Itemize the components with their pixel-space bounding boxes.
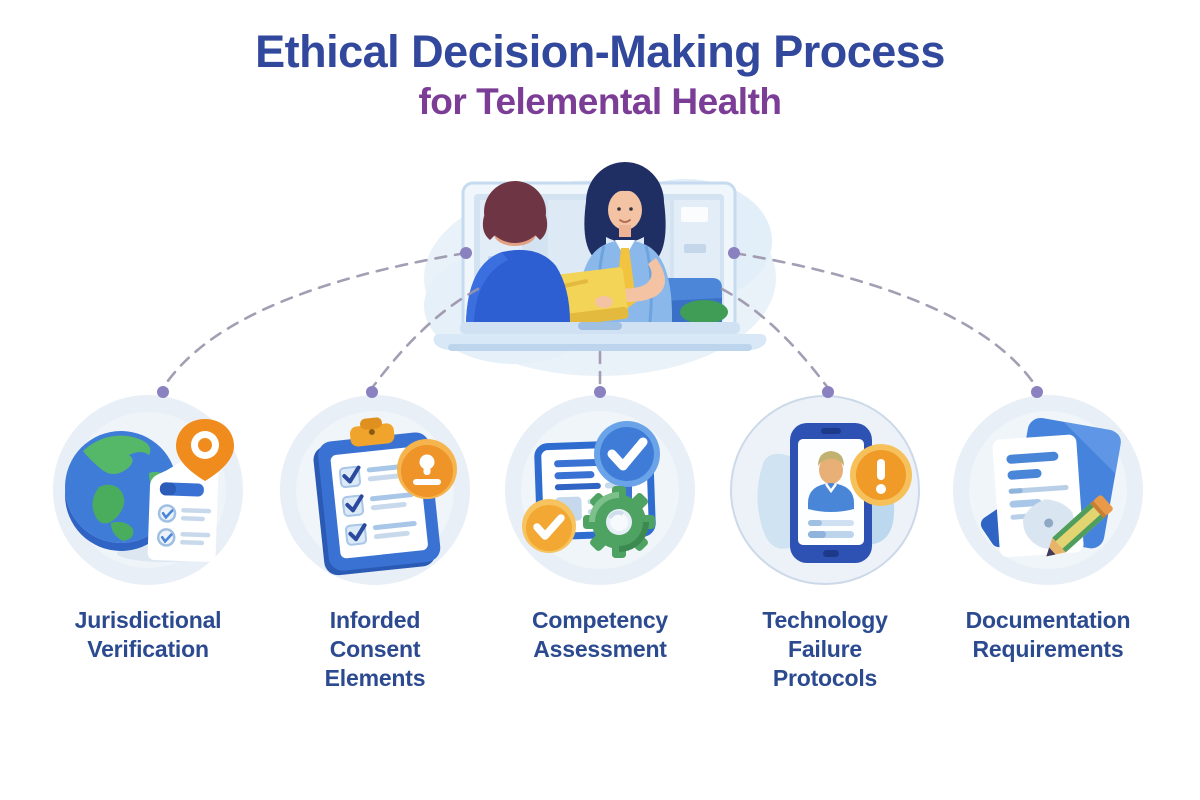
laptop-illustration-graphic: [424, 162, 776, 376]
step-technology-failure-protocols: Technology Failure Protocols: [715, 395, 935, 694]
step-label-documentation-requirements: Documentation Requirements: [965, 607, 1131, 663]
step-label-jurisdictional-verification: Jurisdictional Verification: [74, 607, 222, 663]
documents-stamp-pencil-icon: [953, 395, 1143, 585]
step-documentation-requirements: Documentation Requirements: [938, 395, 1158, 664]
step-label-technology-failure-protocols: Technology Failure Protocols: [762, 607, 888, 692]
clipboard-checklist-person-badge-icon: [280, 395, 470, 585]
telehealth-video-call-laptop-illustration: [418, 136, 782, 386]
step-label-competency-assessment: Competency Assessment: [531, 607, 669, 663]
step-jurisdictional-verification: Jurisdictional Verification: [38, 395, 258, 664]
page-subtitle: for Telemental Health: [418, 80, 782, 122]
globe-location-pin-checklist-icon: [53, 395, 243, 585]
smartphone-user-alert-icon: [730, 395, 920, 585]
step-label-inforded-consent-elements: Inforded Consent Elements: [324, 607, 426, 692]
certificate-checkmark-gear-icon: [505, 395, 695, 585]
step-inforded-consent-elements: Inforded Consent Elements: [265, 395, 485, 694]
header: Ethical Decision-Making Process for Tele…: [0, 26, 1200, 124]
page-title: Ethical Decision-Making Process: [255, 26, 945, 77]
step-competency-assessment: Competency Assessment: [490, 395, 710, 664]
